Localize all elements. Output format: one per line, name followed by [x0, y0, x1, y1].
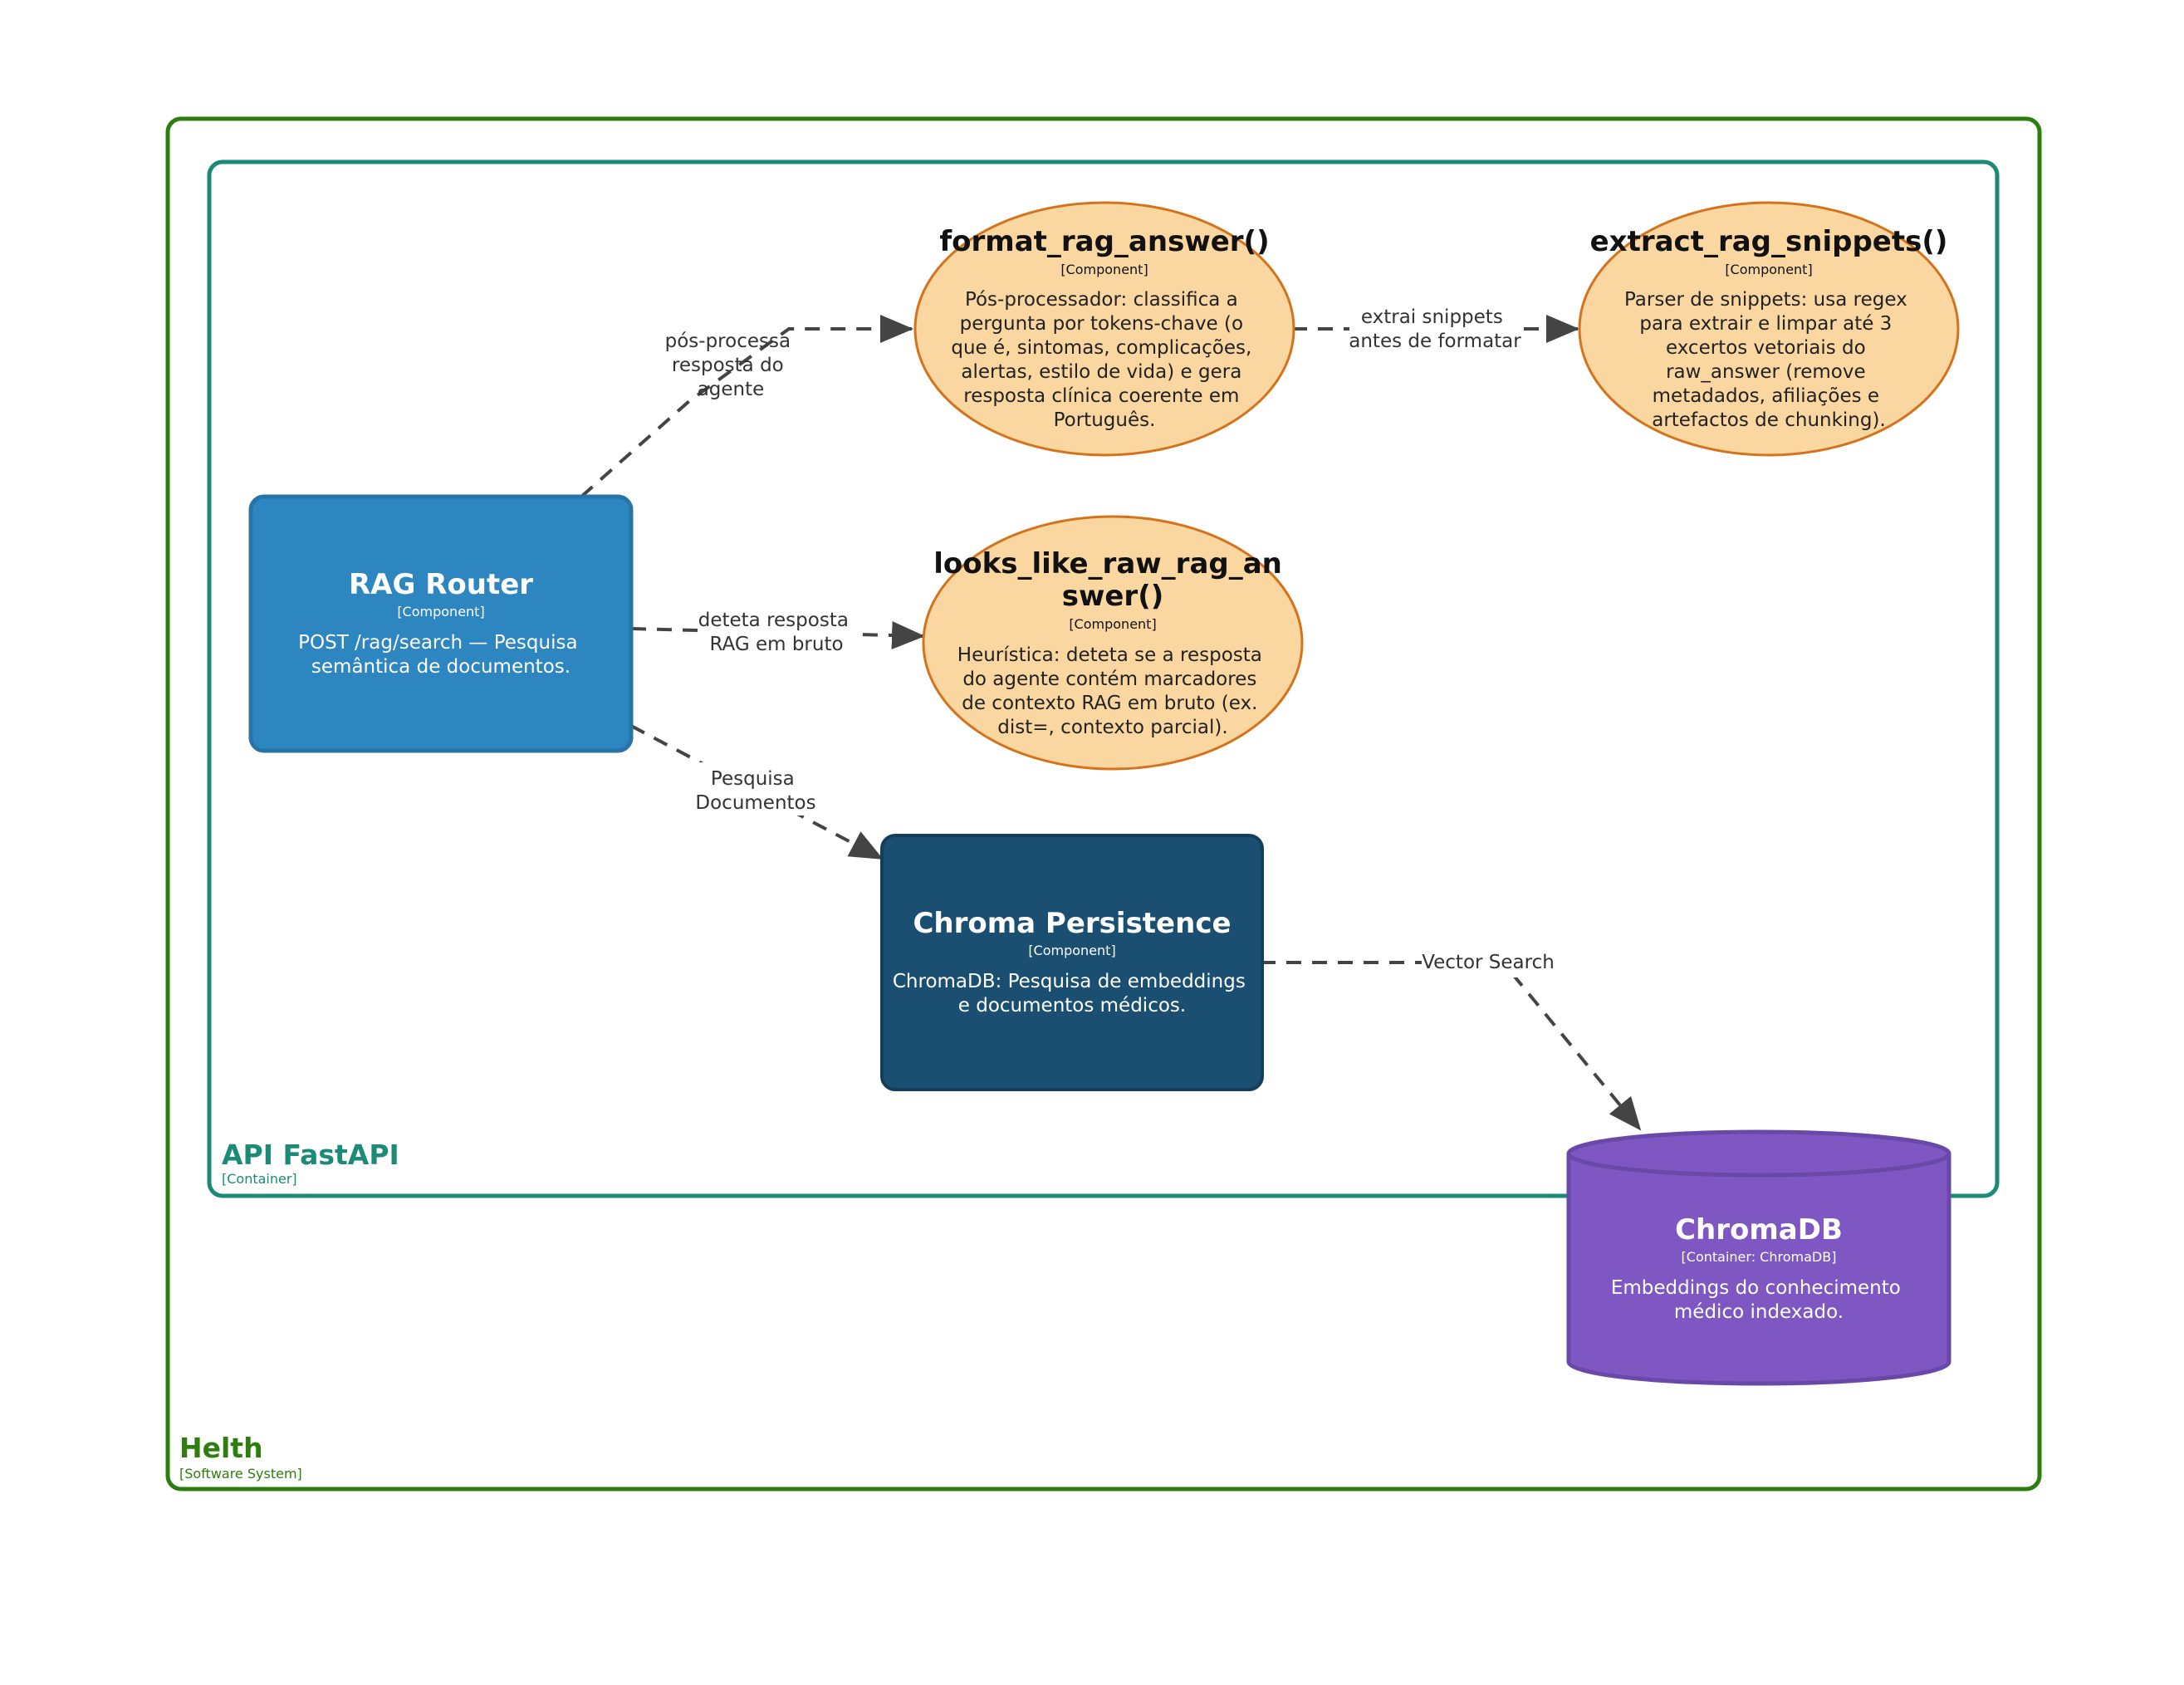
container-desc: Embeddings do conhecimento	[1611, 1277, 1901, 1299]
component-desc: e documentos médicos.	[958, 995, 1186, 1016]
component-desc: do agente contém marcadores	[962, 669, 1256, 690]
svg-text:ChromaDB: Pesquisa de embeddin: ChromaDB: Pesquisa de embeddings e docum…	[893, 971, 1251, 1016]
component-desc: resposta clínica coerente em	[963, 385, 1239, 407]
container-type: [Container: ChromaDB]	[1682, 1249, 1837, 1265]
edge-label: Documentos	[695, 792, 815, 814]
edge-label: deteta resposta	[698, 610, 849, 631]
database-icon	[1566, 1129, 1951, 1178]
component-desc: Parser de snippets: usa regex	[1624, 289, 1907, 311]
system-boundary	[165, 116, 2042, 1492]
component-desc: Heurística: deteta se a resposta	[957, 644, 1262, 666]
svg-text:Parser de snippets: usa regex: Parser de snippets: usa regex para extra…	[1624, 289, 1913, 431]
svg-text:deteta resposta RAG em b: deteta resposta RAG em bruto	[698, 610, 855, 655]
chroma-persistence-component[interactable]: Chroma Persistence [Component] ChromaDB:…	[880, 834, 1264, 1091]
edge-format-to-extract: extrai snippets antes de formatar	[1292, 301, 1579, 354]
component-desc: semântica de documentos.	[311, 656, 570, 678]
component-desc: Português.	[1054, 409, 1156, 431]
component-desc: alertas, estilo de vida) e gera	[961, 361, 1241, 383]
extract-rag-snippets-component[interactable]: extract_rag_snippets() [Component] Parse…	[1578, 201, 1960, 457]
component-type: [Component]	[397, 604, 484, 620]
component-type: [Component]	[1060, 262, 1148, 277]
component-desc: pergunta por tokens-chave (o	[960, 313, 1243, 335]
component-desc: Pós-processador: classifica a	[965, 289, 1238, 311]
container-type: [Container]	[222, 1171, 297, 1187]
svg-text:Embeddings do conhecimento: Embeddings do conhecimento médico indexa…	[1611, 1277, 1907, 1323]
edge-label: agente	[698, 379, 765, 400]
component-title: looks_like_raw_rag_an	[933, 547, 1282, 580]
component-desc: excertos vetoriais do	[1666, 337, 1866, 359]
edge-router-to-looks: deteta resposta RAG em bruto	[630, 606, 925, 659]
component-title: extract_rag_snippets()	[1590, 225, 1948, 258]
edge-router-to-format: pós-processa resposta do agente	[580, 315, 913, 498]
svg-text:extrai snippets antes de: extrai snippets antes de formatar	[1349, 306, 1521, 352]
edge-router-to-chroma: Pesquisa Documentos	[630, 724, 884, 860]
component-desc: raw_answer (remove	[1666, 361, 1866, 383]
edge-label: resposta do	[672, 355, 784, 376]
container-name: API FastAPI	[222, 1139, 399, 1171]
svg-text:Heurística: deteta se a respos: Heurística: deteta se a resposta do agen…	[957, 644, 1268, 738]
svg-text:pós-processa resposta do: pós-processa resposta do agente	[665, 331, 797, 400]
svg-text:Vector Search: Vector Search	[1422, 952, 1555, 973]
system-type: [Software System]	[179, 1466, 302, 1482]
container-desc: médico indexado.	[1674, 1301, 1844, 1323]
component-desc: ChromaDB: Pesquisa de embeddings	[893, 971, 1246, 992]
edge-label: Vector Search	[1422, 952, 1555, 973]
component-type: [Component]	[1028, 943, 1115, 958]
edge-label: Pesquisa	[711, 768, 795, 790]
svg-text:looks_like_raw_rag_an sw: looks_like_raw_rag_an swer()	[933, 547, 1291, 613]
rag-router-component[interactable]: RAG Router [Component] POST /rag/search …	[248, 494, 634, 753]
component-desc: que é, sintomas, complicações,	[951, 337, 1251, 359]
container-boundary	[207, 159, 2000, 1198]
edge-label: antes de formatar	[1349, 331, 1521, 352]
system-name: Helth	[179, 1432, 263, 1464]
component-desc: dist=, contexto parcial).	[997, 717, 1227, 738]
format-rag-answer-component[interactable]: format_rag_answer() [Component] Pós-proc…	[913, 201, 1295, 457]
component-title: swer()	[1062, 580, 1164, 613]
component-desc: de contexto RAG em bruto (ex.	[962, 693, 1257, 714]
component-title: format_rag_answer()	[939, 225, 1269, 258]
edge-label: extrai snippets	[1361, 306, 1503, 328]
component-type: [Component]	[1069, 616, 1156, 632]
component-desc: para extrair e limpar até 3	[1639, 313, 1892, 335]
svg-text:Pós-processador: classifica a: Pós-processador: classifica a pergunta p…	[951, 289, 1257, 431]
component-desc: POST /rag/search — Pesquisa	[298, 632, 577, 654]
looks-like-raw-rag-answer-component[interactable]: looks_like_raw_rag_an swer() [Component]…	[922, 515, 1304, 771]
component-desc: artefactos de chunking).	[1652, 409, 1886, 431]
svg-text:POST /rag/search — Pesquisa: POST /rag/search — Pesquisa semântica de…	[298, 632, 584, 678]
component-type: [Component]	[1725, 262, 1812, 277]
component-title: Chroma Persistence	[913, 907, 1231, 940]
component-title: RAG Router	[349, 568, 533, 601]
chromadb-container[interactable]: ChromaDB [Container: ChromaDB] Embedding…	[1566, 1129, 1951, 1386]
edge-label: pós-processa	[665, 331, 791, 352]
svg-text:Pesquisa Documentos: Pesquisa Documentos	[695, 768, 815, 814]
edge-chroma-to-db: Vector Search	[1261, 949, 1642, 1131]
container-title: ChromaDB	[1675, 1213, 1843, 1247]
edge-label: RAG em bruto	[709, 634, 843, 655]
component-desc: metadados, afiliações e	[1653, 385, 1879, 407]
